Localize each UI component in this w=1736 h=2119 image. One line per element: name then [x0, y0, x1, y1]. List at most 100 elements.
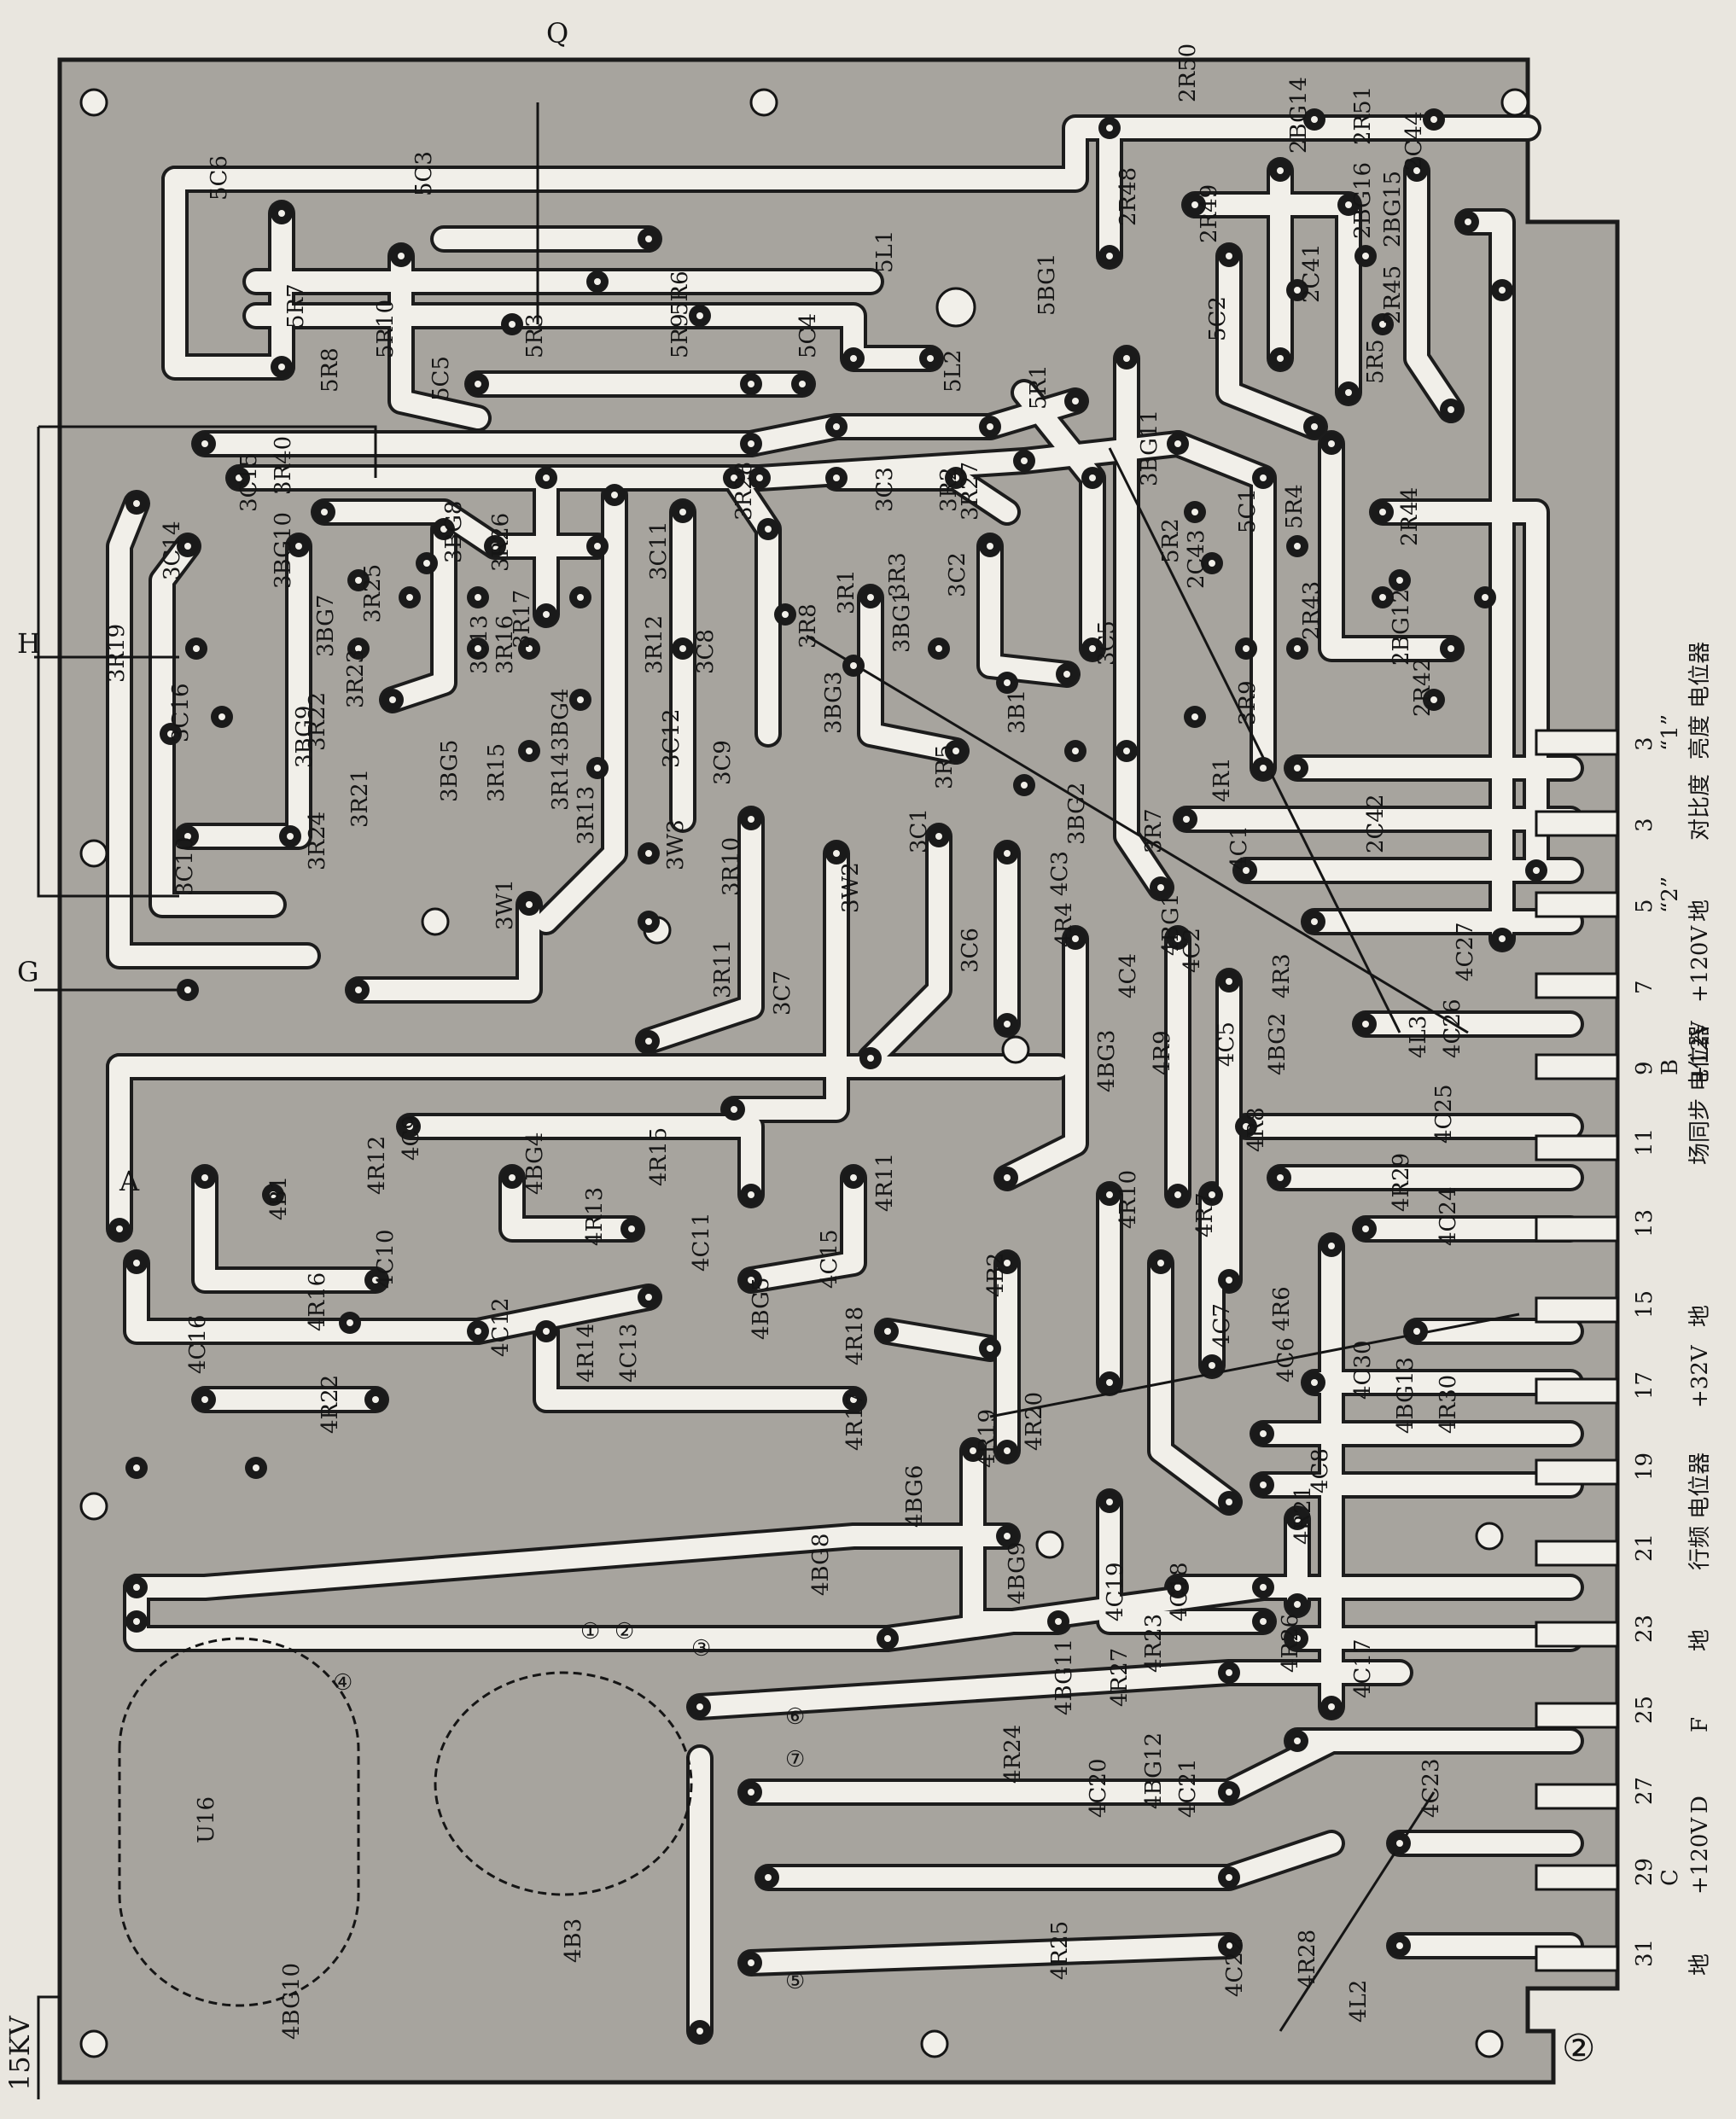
connector-pin-sub: C	[1657, 1869, 1683, 1886]
component-label-5c5: 5C5	[428, 356, 454, 401]
connector-pin-number: 3	[1632, 818, 1657, 832]
component-label-4r1: 4R1	[1209, 757, 1235, 802]
component-label-3r10: 3R10	[719, 837, 744, 896]
component-label-3w2: 3W2	[838, 862, 864, 913]
component-label-4c25: 4C25	[1431, 1084, 1457, 1144]
component-label-4c15: 4C15	[817, 1229, 842, 1289]
connector-pin-number: 27	[1632, 1777, 1657, 1805]
jumper-wires	[34, 102, 1520, 2099]
component-label-4r19: 4R19	[975, 1409, 1000, 1468]
hv-15kv-label: 15KV	[3, 2015, 36, 2091]
connector-pin-number: 31	[1632, 1939, 1657, 1967]
connector-pin-number: 23	[1632, 1615, 1657, 1643]
component-label-5r10: 5R10	[373, 300, 399, 358]
connector-pin-name: 对比度	[1687, 774, 1713, 841]
component-label-2c41: 2C41	[1299, 243, 1325, 303]
component-label-2bg16: 2BG16	[1350, 162, 1376, 239]
component-label-3c16: 3C16	[168, 683, 194, 742]
component-label-3r2: 3R2	[936, 467, 962, 512]
connector-pin-7: 7 +120V	[1632, 925, 1713, 1003]
component-label-3c7: 3C7	[770, 970, 795, 1016]
component-label-2r51: 2R51	[1350, 86, 1376, 145]
component-label-3r11: 3R11	[710, 940, 736, 998]
component-label-5c4: 5C4	[795, 313, 821, 358]
component-label-3bg8: 3BG8	[441, 501, 467, 563]
connector-pin-19: 19	[1632, 1452, 1657, 1481]
component-label-5r7: 5R7	[283, 283, 309, 329]
component-label-4bg6: 4BG6	[902, 1465, 928, 1528]
component-label-5r6: 5R6	[667, 271, 693, 316]
component-label-4bg12: 4BG12	[1141, 1732, 1167, 1809]
connector-pin-name: +32V	[1687, 1344, 1713, 1408]
component-label-2r45: 2R45	[1380, 265, 1406, 324]
component-label-4c3: 4C3	[1047, 851, 1073, 896]
component-label-4c23: 4C23	[1419, 1758, 1444, 1818]
component-label-4c6: 4C6	[1273, 1337, 1299, 1383]
component-label-3c11: 3C11	[646, 521, 672, 580]
component-label-4c18: 4C18	[1167, 1562, 1192, 1621]
connector-pin-number: 19	[1632, 1452, 1657, 1481]
component-label-4c20: 4C20	[1086, 1758, 1111, 1818]
component-label-2c44: 2C44	[1401, 111, 1427, 171]
edge-connector	[1535, 729, 1619, 1972]
component-label-4r21: 4R21	[1290, 1486, 1316, 1545]
connector-pin-name: 行频 电位器	[1687, 1452, 1713, 1570]
connector-pin-name: 地	[1687, 899, 1713, 922]
component-label-3r1: 3R1	[834, 569, 859, 614]
solder-pads	[108, 108, 1547, 2042]
connector-pin-number: 3	[1632, 736, 1657, 751]
component-label-4c27: 4C27	[1453, 922, 1478, 981]
component-label-5r1: 5R1	[1026, 364, 1052, 410]
component-label-5c3: 5C3	[411, 151, 437, 196]
component-label-3r40: 3R40	[271, 436, 296, 495]
transformer-pin-6: ⑥	[785, 1704, 805, 1730]
component-label-3r21: 3R21	[347, 769, 373, 828]
component-label-3bg1: 3BG1	[889, 591, 915, 653]
component-label-3bg3: 3BG3	[821, 672, 847, 734]
component-label-3bg5: 3BG5	[437, 740, 463, 802]
component-label-4r16: 4R16	[305, 1272, 330, 1331]
component-label-2r49: 2R49	[1197, 184, 1222, 243]
transformer-pin-2: ②	[615, 1619, 634, 1645]
component-label-3r28: 3R28	[731, 462, 757, 521]
component-label-2bg15: 2BG15	[1380, 171, 1406, 247]
component-label-2r43: 2R43	[1299, 581, 1325, 640]
connector-pin-number: 7	[1632, 980, 1657, 994]
component-label-5c2: 5C2	[1205, 296, 1231, 341]
component-label-3w3: 3W3	[663, 819, 689, 870]
component-label-4c7: 4C7	[1209, 1303, 1235, 1348]
signal-q-label: Q	[546, 17, 568, 49]
component-label-4r15: 4R15	[646, 1127, 672, 1186]
connector-pin-name: 亮度 电位器	[1687, 642, 1713, 760]
connector-pin-name: +120V	[1687, 925, 1713, 1003]
component-label-3bg7: 3BG7	[313, 595, 339, 657]
connector-pin-number: 9	[1632, 1061, 1657, 1075]
component-label-3r17: 3R17	[510, 590, 535, 649]
component-label-4bg1: 4BG1	[1158, 894, 1184, 956]
transformer-pin-7: ⑦	[785, 1747, 805, 1773]
signal-a-label: A	[119, 1165, 140, 1197]
component-label-3c2: 3C2	[945, 552, 970, 597]
connector-pin-sub: “2”	[1657, 876, 1683, 913]
component-label-5r2: 5R2	[1158, 518, 1184, 563]
connector-pin-25: 25F	[1632, 1696, 1713, 1732]
connector-pin-3: 3“1”亮度 电位器	[1632, 642, 1713, 760]
component-label-3r19: 3R19	[104, 624, 130, 683]
component-label-4bg8: 4BG8	[808, 1534, 834, 1596]
component-label-2c43: 2C43	[1184, 529, 1209, 589]
connector-pin-name: 场同步 电位器	[1687, 1025, 1713, 1165]
connector-pin-sub: B	[1657, 1059, 1683, 1075]
transformer-pin-3: ③	[691, 1636, 711, 1662]
component-label-4r29: 4R29	[1389, 1153, 1414, 1212]
component-label-4r17: 4R17	[842, 1392, 868, 1451]
component-label-3r3: 3R3	[885, 552, 911, 597]
component-label-3c9: 3C9	[710, 740, 736, 785]
component-label-3bg11: 3BG11	[1137, 410, 1162, 486]
component-label-3r15: 3R15	[484, 743, 510, 802]
